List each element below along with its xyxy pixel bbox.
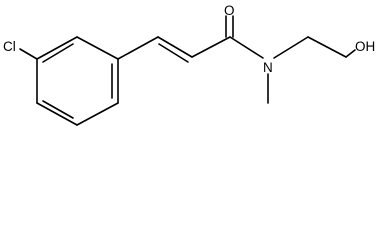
ring-bond: [36, 102, 78, 126]
ring-bond: [76, 102, 119, 126]
vinyl-double-bond-second-line: [158, 43, 189, 63]
vinyl-carbonyl-bond: [191, 36, 231, 58]
amide-bond: [229, 36, 264, 59]
ethyl-chain-bond: [307, 36, 347, 58]
ring-bond: [36, 36, 78, 60]
amide-nitrogen-label: N: [263, 60, 273, 75]
chemical-structure-diagram: Cl O N OH: [3, 3, 375, 126]
ring-double-bond-inner: [42, 100, 74, 119]
chlorine-atom-label: Cl: [3, 39, 16, 54]
ring-double-bond-inner: [42, 43, 74, 63]
vinyl-double-bond: [157, 36, 193, 58]
carbon-chlorine-bond: [19, 48, 38, 60]
ring-bond: [76, 36, 119, 60]
n-ethyl-bond: [273, 36, 309, 59]
benzene-ring: [36, 36, 119, 126]
aryl-vinyl-bond: [117, 36, 159, 60]
carbonyl-oxygen-label: O: [224, 3, 235, 18]
carbon-oxygen-bond: [345, 49, 356, 58]
hydroxyl-group-label: OH: [355, 39, 375, 54]
